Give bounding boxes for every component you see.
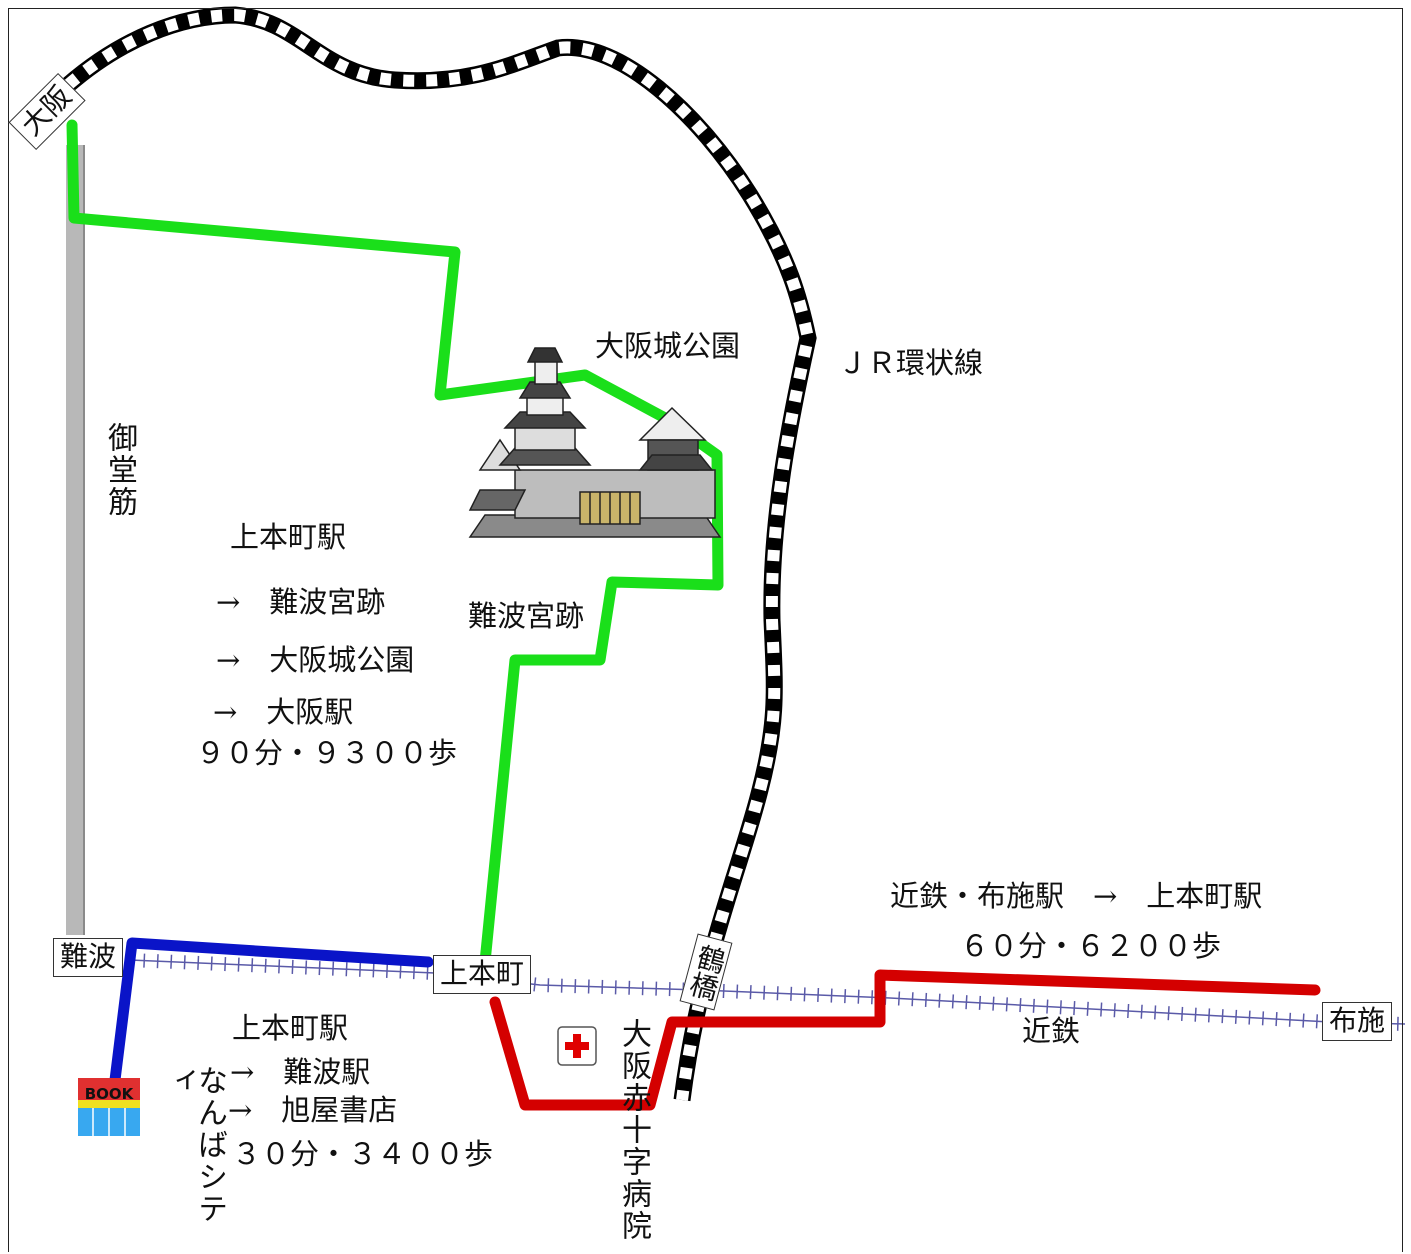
station-fuse: 布施 xyxy=(1322,1002,1393,1041)
blue-route-line-2: → 難波駅 xyxy=(230,1055,371,1089)
blue-route-line-3: → 旭屋書店 xyxy=(228,1093,398,1127)
green-route-line-5: ９０分・９３００歩 xyxy=(196,736,458,770)
osaka-castle-icon xyxy=(468,347,722,538)
station-uehommachi: 上本町 xyxy=(433,955,532,994)
red-route-line-1: 近鉄・布施駅 → 上本町駅 xyxy=(890,879,1263,913)
blue-route-line-1: 上本町駅 xyxy=(232,1011,349,1045)
red-cross-hospital-label: 大阪赤十字病院 xyxy=(616,1018,651,1242)
green-route-line-2: → 難波宮跡 xyxy=(216,585,386,619)
midosuji-label: 御堂筋 xyxy=(102,422,137,518)
station-namba: 難波 xyxy=(53,938,124,977)
red-route xyxy=(489,969,1321,1111)
green-route-line-1: 上本町駅 xyxy=(230,520,347,554)
kintetsu-label: 近鉄 xyxy=(1022,1014,1081,1048)
green-route-line-3: → 大阪城公園 xyxy=(216,643,415,677)
map-frame xyxy=(8,8,1403,1252)
naniwa-palace-label: 難波宮跡 xyxy=(468,599,585,633)
blue-route xyxy=(109,937,434,1086)
namba-city-label: なんばシティ xyxy=(162,1065,227,1225)
castle-park-label: 大阪城公園 xyxy=(595,329,741,363)
book-store-icon: BOOK xyxy=(78,1078,140,1136)
red-cross-icon xyxy=(557,1026,597,1066)
jr-loop-label: ＪＲ環状線 xyxy=(838,346,984,380)
red-route-line-2: ６０分・６２００歩 xyxy=(960,929,1222,963)
green-route-line-4: → 大阪駅 xyxy=(213,695,354,729)
blue-route-line-4: ３０分・３４００歩 xyxy=(232,1137,494,1171)
book-icon-label: BOOK xyxy=(85,1085,135,1103)
jr-loop-line xyxy=(62,6,817,1102)
